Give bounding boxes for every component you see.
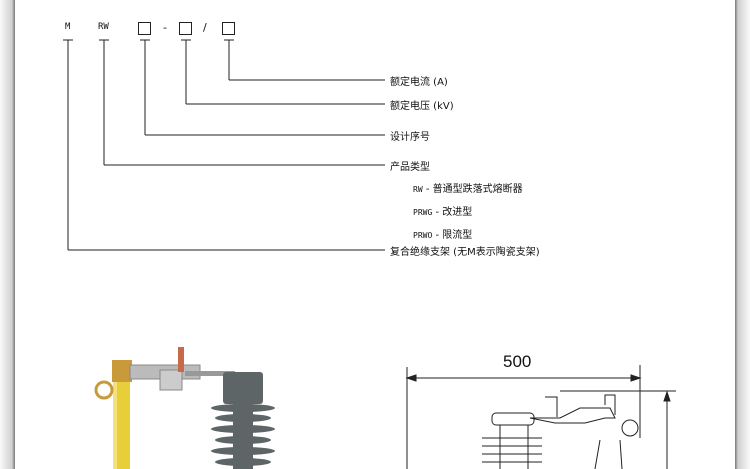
product-type-code: RW xyxy=(413,185,423,194)
product-type-item: PRWG - 改进型 xyxy=(413,207,473,218)
product-type-code: PRWO xyxy=(413,231,433,240)
product-type-code: PRWG xyxy=(413,208,433,217)
label-composite-support: 复合绝缘支架 (无M表示陶瓷支架) xyxy=(390,247,540,258)
dimension-drawing xyxy=(405,365,676,469)
product-type-item: PRWO - 限流型 xyxy=(413,230,473,241)
label-rated-current: 额定电流 (A) xyxy=(390,77,448,88)
label-design-serial: 设计序号 xyxy=(390,132,430,143)
dimension-label: 500 xyxy=(503,352,532,371)
product-type-desc: 改进型 xyxy=(442,207,473,218)
code-slash: / xyxy=(203,21,207,34)
code-box-voltage xyxy=(179,22,192,35)
code-box-current xyxy=(222,22,235,35)
product-type-item: RW - 普通型跌落式熔断器 xyxy=(413,184,523,195)
code-m: M xyxy=(65,22,71,32)
label-rated-voltage: 额定电压 (kV) xyxy=(390,101,454,112)
fuse-photo xyxy=(94,347,275,469)
right-border xyxy=(735,0,750,469)
product-type-desc: 普通型跌落式熔断器 xyxy=(432,184,523,195)
code-dash: - xyxy=(163,21,167,34)
product-type-desc: 限流型 xyxy=(442,230,473,241)
left-border xyxy=(0,0,15,469)
code-rw: RW xyxy=(98,22,109,32)
code-box-design-serial xyxy=(138,22,151,35)
label-product-type: 产品类型 xyxy=(390,162,430,173)
